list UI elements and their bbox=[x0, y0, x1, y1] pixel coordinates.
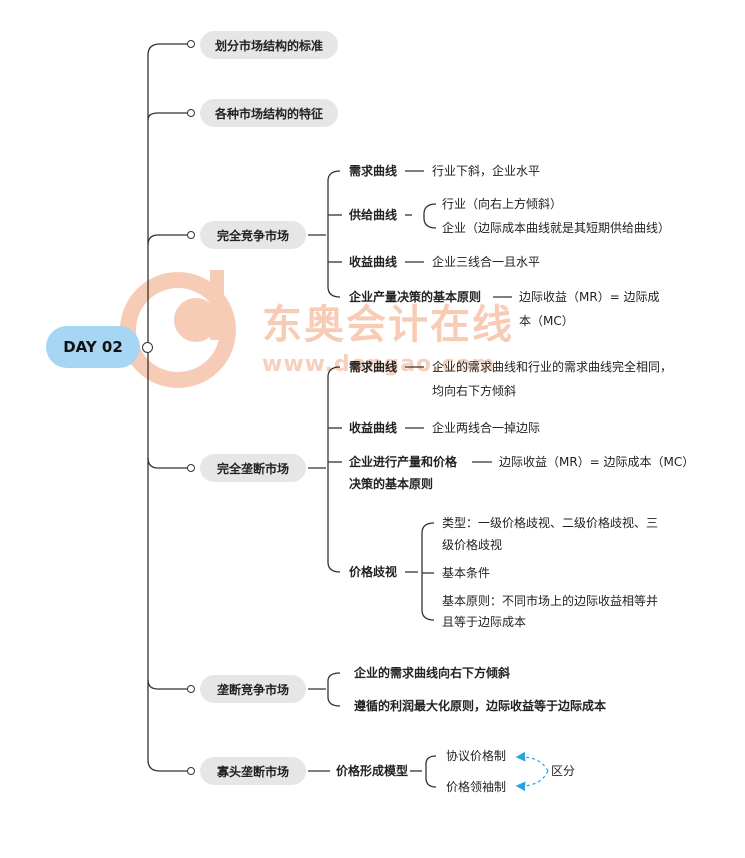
branch-dot bbox=[187, 40, 195, 48]
node-pd-conditions: 基本条件 bbox=[442, 566, 491, 580]
branch-perfect-competition: 完全竞争市场 bbox=[200, 221, 306, 249]
node-demand-curve: 需求曲线 bbox=[349, 164, 398, 178]
node-mc-principle: 遵循的利润最大化原则，边际收益等于边际成本 bbox=[354, 699, 607, 713]
node-output-detail-1: 边际收益（MR）= 边际成 bbox=[519, 290, 660, 304]
branch-dot bbox=[187, 767, 195, 775]
root-connector-dot bbox=[142, 342, 153, 353]
branch-dot bbox=[187, 464, 195, 472]
branch-standard: 划分市场结构的标准 bbox=[200, 31, 338, 59]
node-price-leadership: 价格领袖制 bbox=[446, 780, 507, 794]
watermark-url: www.dongao.com bbox=[262, 352, 496, 377]
node-pd-type-2: 级价格歧视 bbox=[442, 538, 503, 552]
node-monopoly-decision-detail: 边际收益（MR）= 边际成本（MC） bbox=[499, 455, 695, 469]
branch-dot bbox=[187, 685, 195, 693]
branch-dot bbox=[187, 231, 195, 239]
node-pd-principle-1: 基本原则：不同市场上的边际收益相等并 bbox=[442, 594, 659, 608]
node-price-discrimination: 价格歧视 bbox=[349, 565, 398, 579]
node-monopoly-demand-detail-2: 均向右下方倾斜 bbox=[432, 384, 517, 398]
node-output-detail-2: 本（MC） bbox=[519, 314, 574, 328]
watermark-text: 东奥会计在线 bbox=[262, 302, 514, 348]
node-monopoly-decision-1: 企业进行产量和价格 bbox=[349, 455, 458, 469]
node-output-decision: 企业产量决策的基本原则 bbox=[349, 290, 482, 304]
node-monopoly-decision-2: 决策的基本原则 bbox=[349, 477, 434, 491]
branch-monopolistic-competition: 垄断竞争市场 bbox=[200, 675, 306, 703]
node-price-model: 价格形成模型 bbox=[336, 764, 409, 778]
node-demand-detail: 行业下斜，企业水平 bbox=[432, 164, 541, 178]
node-pd-type-1: 类型：一级价格歧视、二级价格歧视、三 bbox=[442, 516, 659, 530]
node-supply-curve: 供给曲线 bbox=[349, 208, 398, 222]
branch-features: 各种市场结构的特征 bbox=[200, 99, 338, 127]
node-mc-demand: 企业的需求曲线向右下方倾斜 bbox=[354, 666, 511, 680]
node-pd-principle-2: 且等于边际成本 bbox=[442, 615, 527, 629]
node-agreement-pricing: 协议价格制 bbox=[446, 749, 507, 763]
node-monopoly-demand: 需求曲线 bbox=[349, 360, 398, 374]
branch-dot bbox=[187, 109, 195, 117]
node-supply-industry: 行业（向右上方倾斜） bbox=[442, 197, 563, 211]
node-monopoly-revenue-detail: 企业两线合一掉边际 bbox=[432, 421, 541, 435]
branch-oligopoly: 寡头垄断市场 bbox=[200, 757, 306, 785]
root-node: DAY 02 bbox=[46, 326, 140, 368]
node-monopoly-demand-detail-1: 企业的需求曲线和行业的需求曲线完全相同， bbox=[432, 360, 673, 374]
node-monopoly-revenue: 收益曲线 bbox=[349, 421, 398, 435]
branch-monopoly: 完全垄断市场 bbox=[200, 454, 306, 482]
node-revenue-curve: 收益曲线 bbox=[349, 255, 398, 269]
node-supply-firm: 企业（边际成本曲线就是其短期供给曲线） bbox=[442, 221, 671, 235]
node-revenue-detail: 企业三线合一且水平 bbox=[432, 255, 541, 269]
node-distinguish-note: 区分 bbox=[551, 764, 576, 778]
